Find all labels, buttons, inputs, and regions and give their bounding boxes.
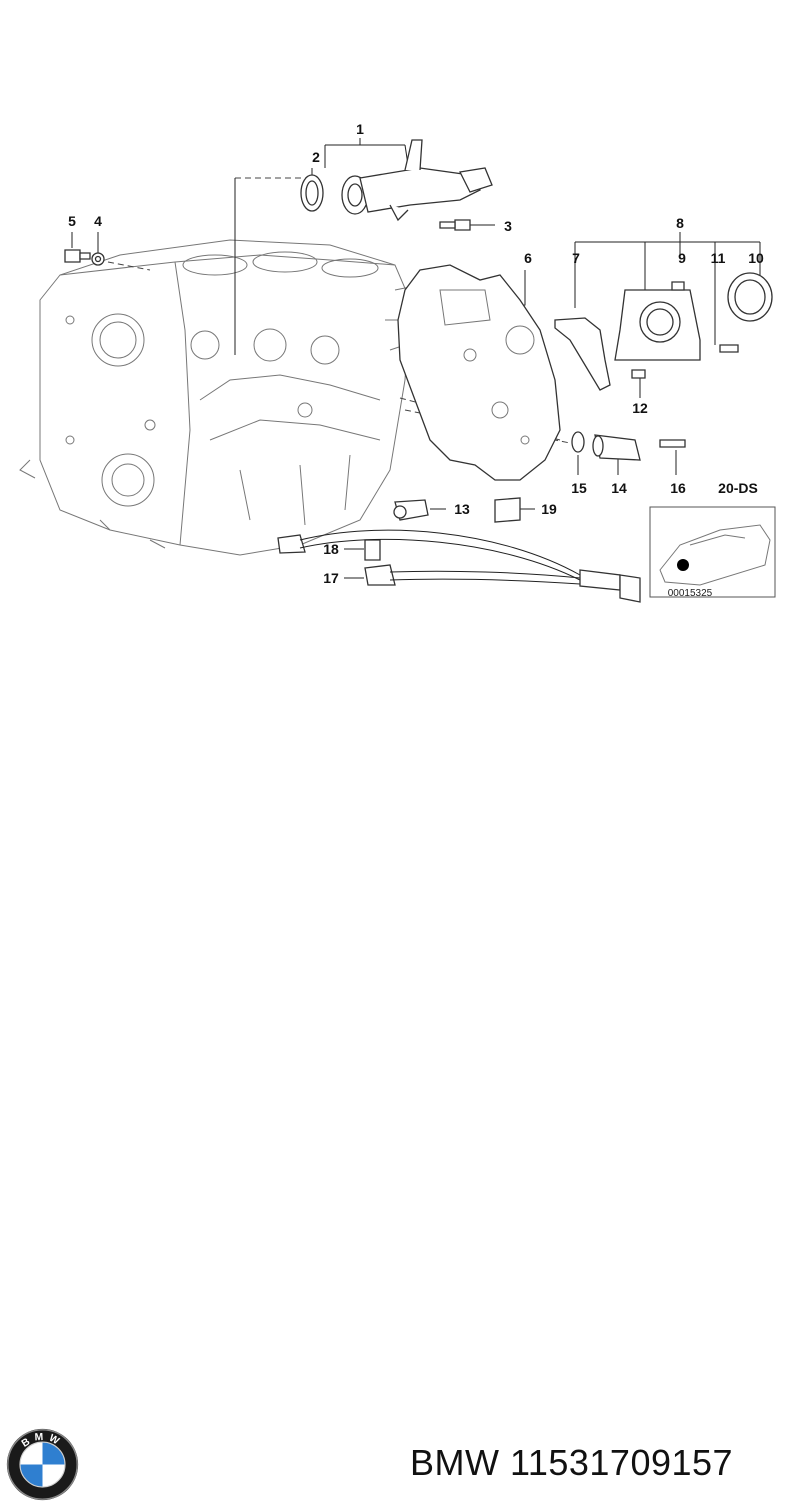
callout-8: 8 (676, 215, 684, 231)
bmw-logo-icon: BMW (6, 1428, 79, 1501)
part-sensor-14 (592, 434, 641, 461)
callout-labels: 1 2 3 4 5 6 7 8 9 10 11 12 13 14 15 16 1… (68, 121, 764, 599)
part-dowel (631, 369, 646, 379)
brand-part-number: BMW 11531709157 (410, 1442, 733, 1484)
callout-3: 3 (504, 218, 512, 234)
callout-16: 16 (670, 480, 686, 496)
callout-12: 12 (632, 400, 648, 416)
part-seal-housing (614, 281, 739, 361)
part-knock-sensor-wiring (277, 529, 641, 603)
part-cover-gasket (554, 317, 611, 391)
callout-6: 6 (524, 250, 532, 266)
part-sleeve-19 (494, 497, 521, 523)
callout-4: 4 (94, 213, 102, 229)
part-seal-ring-15 (571, 431, 585, 453)
inset-vehicle (649, 506, 776, 598)
callout-15: 15 (571, 480, 587, 496)
callout-18: 18 (323, 541, 339, 557)
footer: BMW BMW 11531709157 (0, 700, 800, 1501)
inset-code: 00015325 (668, 588, 713, 599)
callout-10: 10 (748, 250, 764, 266)
callout-13: 13 (454, 501, 470, 517)
part-coolant-pipe (341, 139, 493, 222)
parts-diagram: 1 2 3 4 5 6 7 8 9 10 11 12 13 14 15 16 1… (19, 121, 776, 603)
model-code: 20-DS (718, 480, 758, 496)
callout-17: 17 (323, 570, 339, 586)
brand-name: BMW (410, 1442, 500, 1483)
callout-9: 9 (678, 250, 686, 266)
part-shaft-seal (727, 272, 773, 322)
part-o-ring (300, 174, 324, 212)
callout-11: 11 (711, 250, 726, 266)
part-bolt-16 (659, 439, 686, 448)
part-bolt-3 (439, 219, 471, 231)
callout-7: 7 (572, 250, 580, 266)
callout-19: 19 (541, 501, 557, 517)
callout-2: 2 (312, 149, 320, 165)
part-washer-bolt (64, 249, 105, 266)
engine-block (19, 239, 429, 556)
callout-5: 5 (68, 213, 76, 229)
callout-1: 1 (356, 121, 364, 137)
part-plug-13 (393, 499, 429, 521)
part-gasket (397, 264, 561, 481)
callout-14: 14 (611, 480, 627, 496)
part-number: 11531709157 (510, 1442, 734, 1483)
